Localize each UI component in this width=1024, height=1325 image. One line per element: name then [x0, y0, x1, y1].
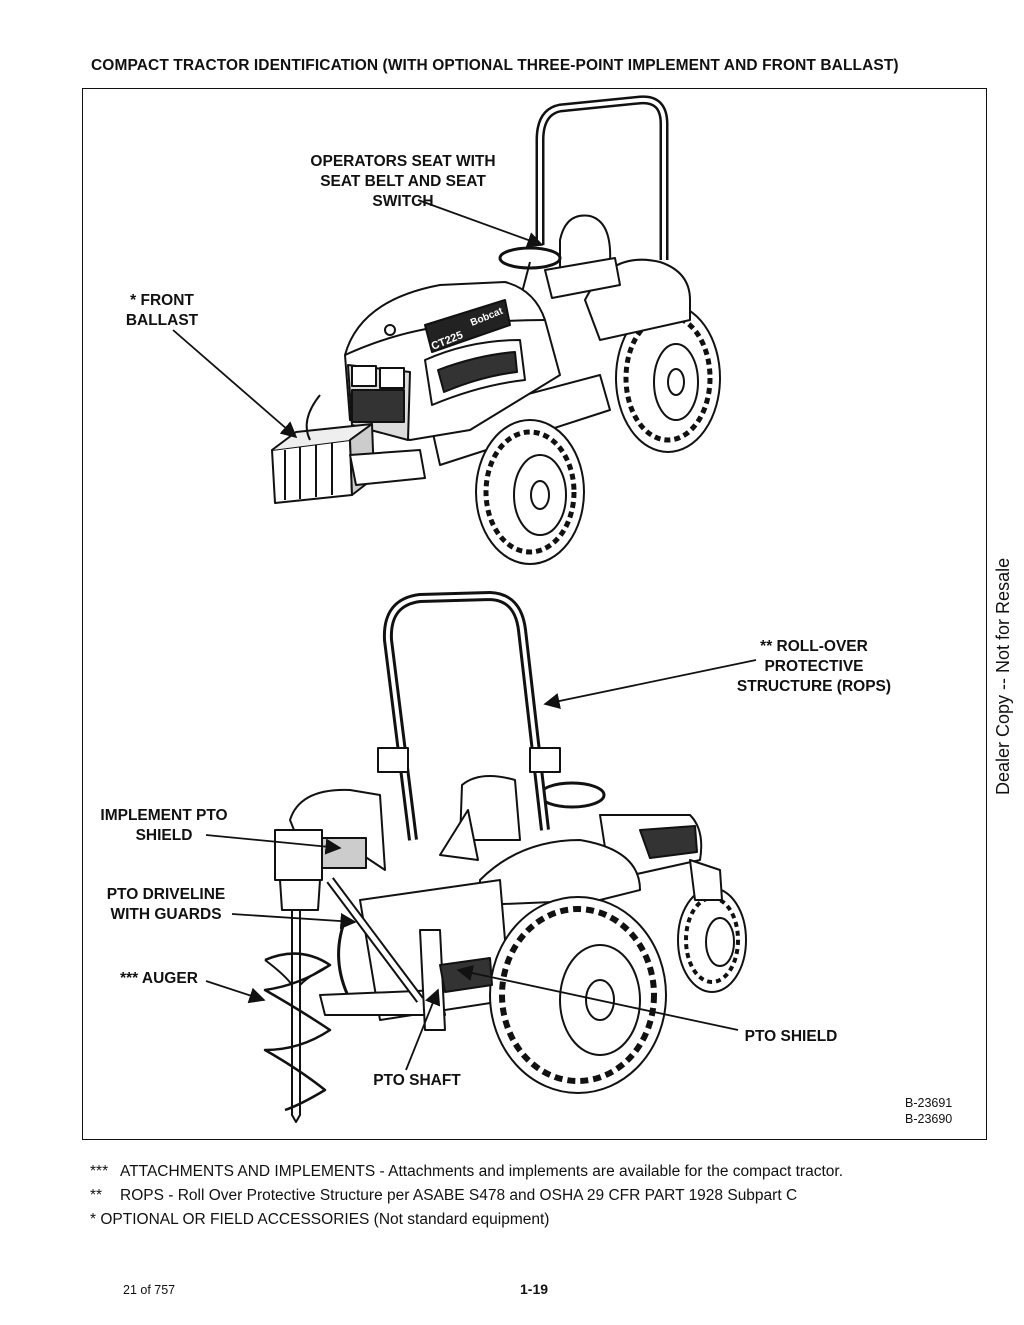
footnotes: ***ATTACHMENTS AND IMPLEMENTS - Attachme…	[90, 1160, 843, 1232]
figure-reference-codes: B-23691 B-23690	[905, 1095, 952, 1127]
callout-pto-driveline: PTO DRIVELINE WITH GUARDS	[106, 886, 226, 923]
page-counter: 21 of 757	[123, 1283, 176, 1297]
front-wheel-bottom	[677, 887, 747, 993]
footnote-attachments: *** ATTACHMENTS AND IMPLEMENTS - Attachme…	[90, 1160, 843, 1184]
page-number: 1-19	[520, 1281, 549, 1297]
callout-pto-shaft: PTO SHAFT	[373, 1072, 461, 1089]
callout-front-ballast: * FRONT BALLAST	[125, 292, 199, 329]
footnote-text: ATTACHMENTS AND IMPLEMENTS - Attachments…	[120, 1163, 844, 1180]
callout-operators-seat: OPERATORS SEAT WITH SEAT BELT AND SEAT S…	[310, 153, 496, 210]
rear-view-tractor	[263, 591, 747, 1123]
callout-auger: *** AUGER	[120, 970, 198, 987]
footnote-rops: ** ROPS - Roll Over Protective Structure …	[90, 1184, 843, 1208]
leader-lines	[172, 199, 757, 1071]
rear-wheel-top	[615, 303, 721, 453]
footnote-text: ROPS - Roll Over Protective Structure pe…	[120, 1187, 798, 1204]
footnote-text: OPTIONAL OR FIELD ACCESSORIES (Not stand…	[100, 1211, 550, 1228]
auger-flighting	[263, 909, 332, 1123]
front-view-tractor: CT225 Bobcat	[271, 95, 721, 565]
footnote-optional: * OPTIONAL OR FIELD ACCESSORIES (Not sta…	[90, 1208, 843, 1232]
footnote-mark: *	[90, 1211, 97, 1228]
callout-rops: ** ROLL-OVER PROTECTIVE STRUCTURE (ROPS)	[736, 638, 892, 695]
callout-pto-shield: PTO SHIELD	[744, 1028, 838, 1045]
page-title: COMPACT TRACTOR IDENTIFICATION (WITH OPT…	[91, 57, 899, 74]
figure-frame	[82, 88, 987, 1140]
dealer-watermark: Dealer Copy -- Not for Resale	[993, 557, 1013, 795]
reference-code: B-23691	[905, 1096, 953, 1110]
front-ballast-weights	[271, 423, 426, 504]
footnote-mark: **	[90, 1187, 103, 1204]
reference-code: B-23690	[905, 1112, 953, 1126]
front-wheel-top	[475, 419, 585, 565]
callout-implement-pto-shield: IMPLEMENT PTO SHIELD	[100, 807, 228, 844]
footnote-mark: ***	[90, 1163, 109, 1180]
